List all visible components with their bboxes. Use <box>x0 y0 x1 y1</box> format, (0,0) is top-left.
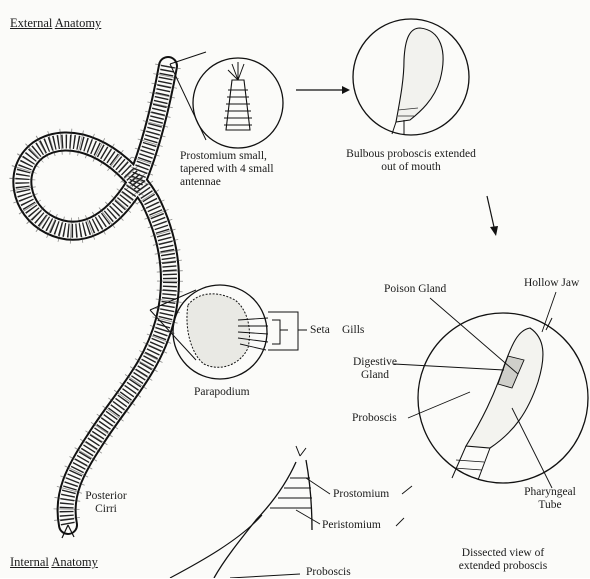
proboscis-bottom-label: Proboscis <box>306 566 351 579</box>
pharyngeal-line2: Tube <box>520 499 580 512</box>
posterior-cirri-label: Posterior Cirri <box>80 490 132 516</box>
arrow-down <box>487 196 498 236</box>
peristomium-label: Peristomium <box>322 519 381 532</box>
posterior-line1: Posterior <box>80 490 132 503</box>
bulbous-line1: Bulbous proboscis extended <box>336 148 486 161</box>
parapodium-label: Parapodium <box>194 386 250 399</box>
digestive-gland-label: Digestive Gland <box>346 356 404 382</box>
hollow-jaw-label: Hollow Jaw <box>524 277 579 290</box>
proboscis-label: Proboscis <box>352 412 397 425</box>
dissected-proboscis-detail <box>394 292 588 488</box>
internal-word: Internal <box>10 555 49 569</box>
posterior-line2: Cirri <box>80 503 132 516</box>
internal-anatomy-heading: Internal Anatomy <box>10 556 98 569</box>
digestive-line2: Gland <box>346 369 404 382</box>
pharyngeal-line1: Pharyngeal <box>520 486 580 499</box>
dissected-line1: Dissected view of <box>440 547 566 560</box>
prostomium-label: Prostomium <box>333 488 389 501</box>
prostomium-note-line1: Prostomium small, <box>180 150 274 163</box>
internal-anatomy-word: Anatomy <box>51 555 98 569</box>
external-anatomy-word: Anatomy <box>55 16 102 30</box>
prostomium-note-line2: tapered with 4 small <box>180 163 274 176</box>
external-word: External <box>10 16 52 30</box>
dissected-view-label: Dissected view of extended proboscis <box>440 547 566 573</box>
digestive-line1: Digestive <box>346 356 404 369</box>
external-anatomy-heading: External Anatomy <box>10 17 101 30</box>
bulbous-line2: out of mouth <box>336 161 486 174</box>
prostomium-note: Prostomium small, tapered with 4 small a… <box>180 150 274 189</box>
worm-body <box>22 66 170 538</box>
bulbous-proboscis-label: Bulbous proboscis extended out of mouth <box>336 148 486 174</box>
pharyngeal-tube-label: Pharyngeal Tube <box>520 486 580 512</box>
seta-label: Seta <box>310 324 330 337</box>
internal-anatomy-drawing <box>170 446 412 578</box>
gills-label: Gills <box>342 324 364 337</box>
bulbous-proboscis-detail <box>353 19 469 135</box>
prostomium-note-line3: antennae <box>180 176 274 189</box>
poison-gland-label: Poison Gland <box>384 283 446 296</box>
dissected-line2: extended proboscis <box>440 560 566 573</box>
arrow-right <box>296 86 350 94</box>
prostomium-detail <box>170 52 283 148</box>
